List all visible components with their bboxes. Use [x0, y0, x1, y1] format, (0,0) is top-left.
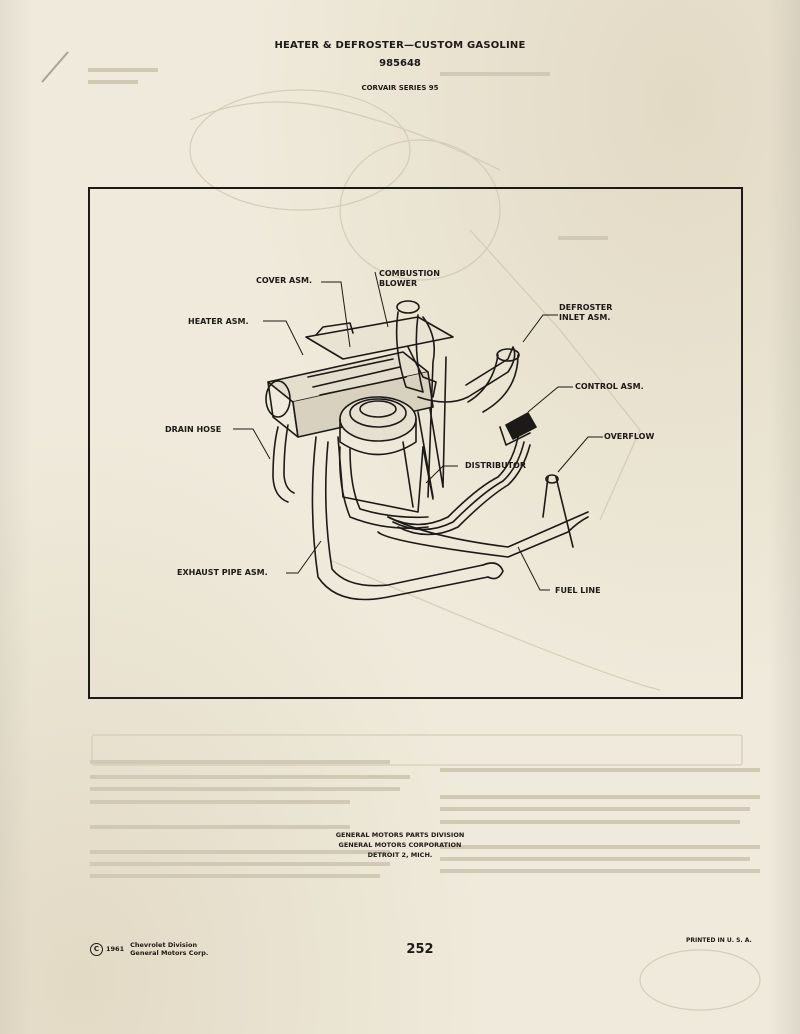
control-asm-label: CONTROL ASM. [575, 382, 644, 391]
publisher-block: GENERAL MOTORS PARTS DIVISION GENERAL MO… [0, 830, 800, 860]
org-line-2: General Motors Corp. [130, 949, 209, 957]
distributor-label: DISTRIBUTOR [465, 461, 526, 470]
copyright-year: 1961 [106, 945, 125, 953]
part-number: 985648 [379, 58, 421, 69]
fuel-line-label: FUEL LINE [555, 586, 601, 595]
exhaust-pipe-asm-label: EXHAUST PIPE ASM. [177, 568, 268, 577]
overflow-label: OVERFLOW [604, 432, 655, 441]
org-line-1: Chevrolet Division [130, 941, 198, 949]
combustion-blower-label: COMBUSTION BLOWER [379, 269, 440, 288]
illustration-frame [88, 187, 743, 699]
defroster-inlet-asm-label: DEFROSTER INLET ASM. [559, 303, 613, 322]
publisher-line-1: GENERAL MOTORS PARTS DIVISION [335, 831, 465, 839]
page-title: HEATER & DEFROSTER—CUSTOM GASOLINE [274, 40, 526, 51]
printed-in-label: PRINTED IN U. S. A. [686, 937, 752, 944]
series-label: CORVAIR SERIES 95 [361, 84, 439, 92]
publisher-line-3: DETROIT 2, MICH. [367, 851, 433, 859]
page-number: 252 [406, 942, 434, 957]
heater-assembly-illustration [233, 271, 603, 601]
heater-asm-label: HEATER ASM. [188, 317, 249, 326]
copyright-icon: C [90, 942, 103, 956]
drain-hose-label: DRAIN HOSE [165, 425, 222, 434]
cover-asm-label: COVER ASM. [256, 276, 313, 285]
publisher-line-2: GENERAL MOTORS CORPORATION [338, 841, 462, 849]
